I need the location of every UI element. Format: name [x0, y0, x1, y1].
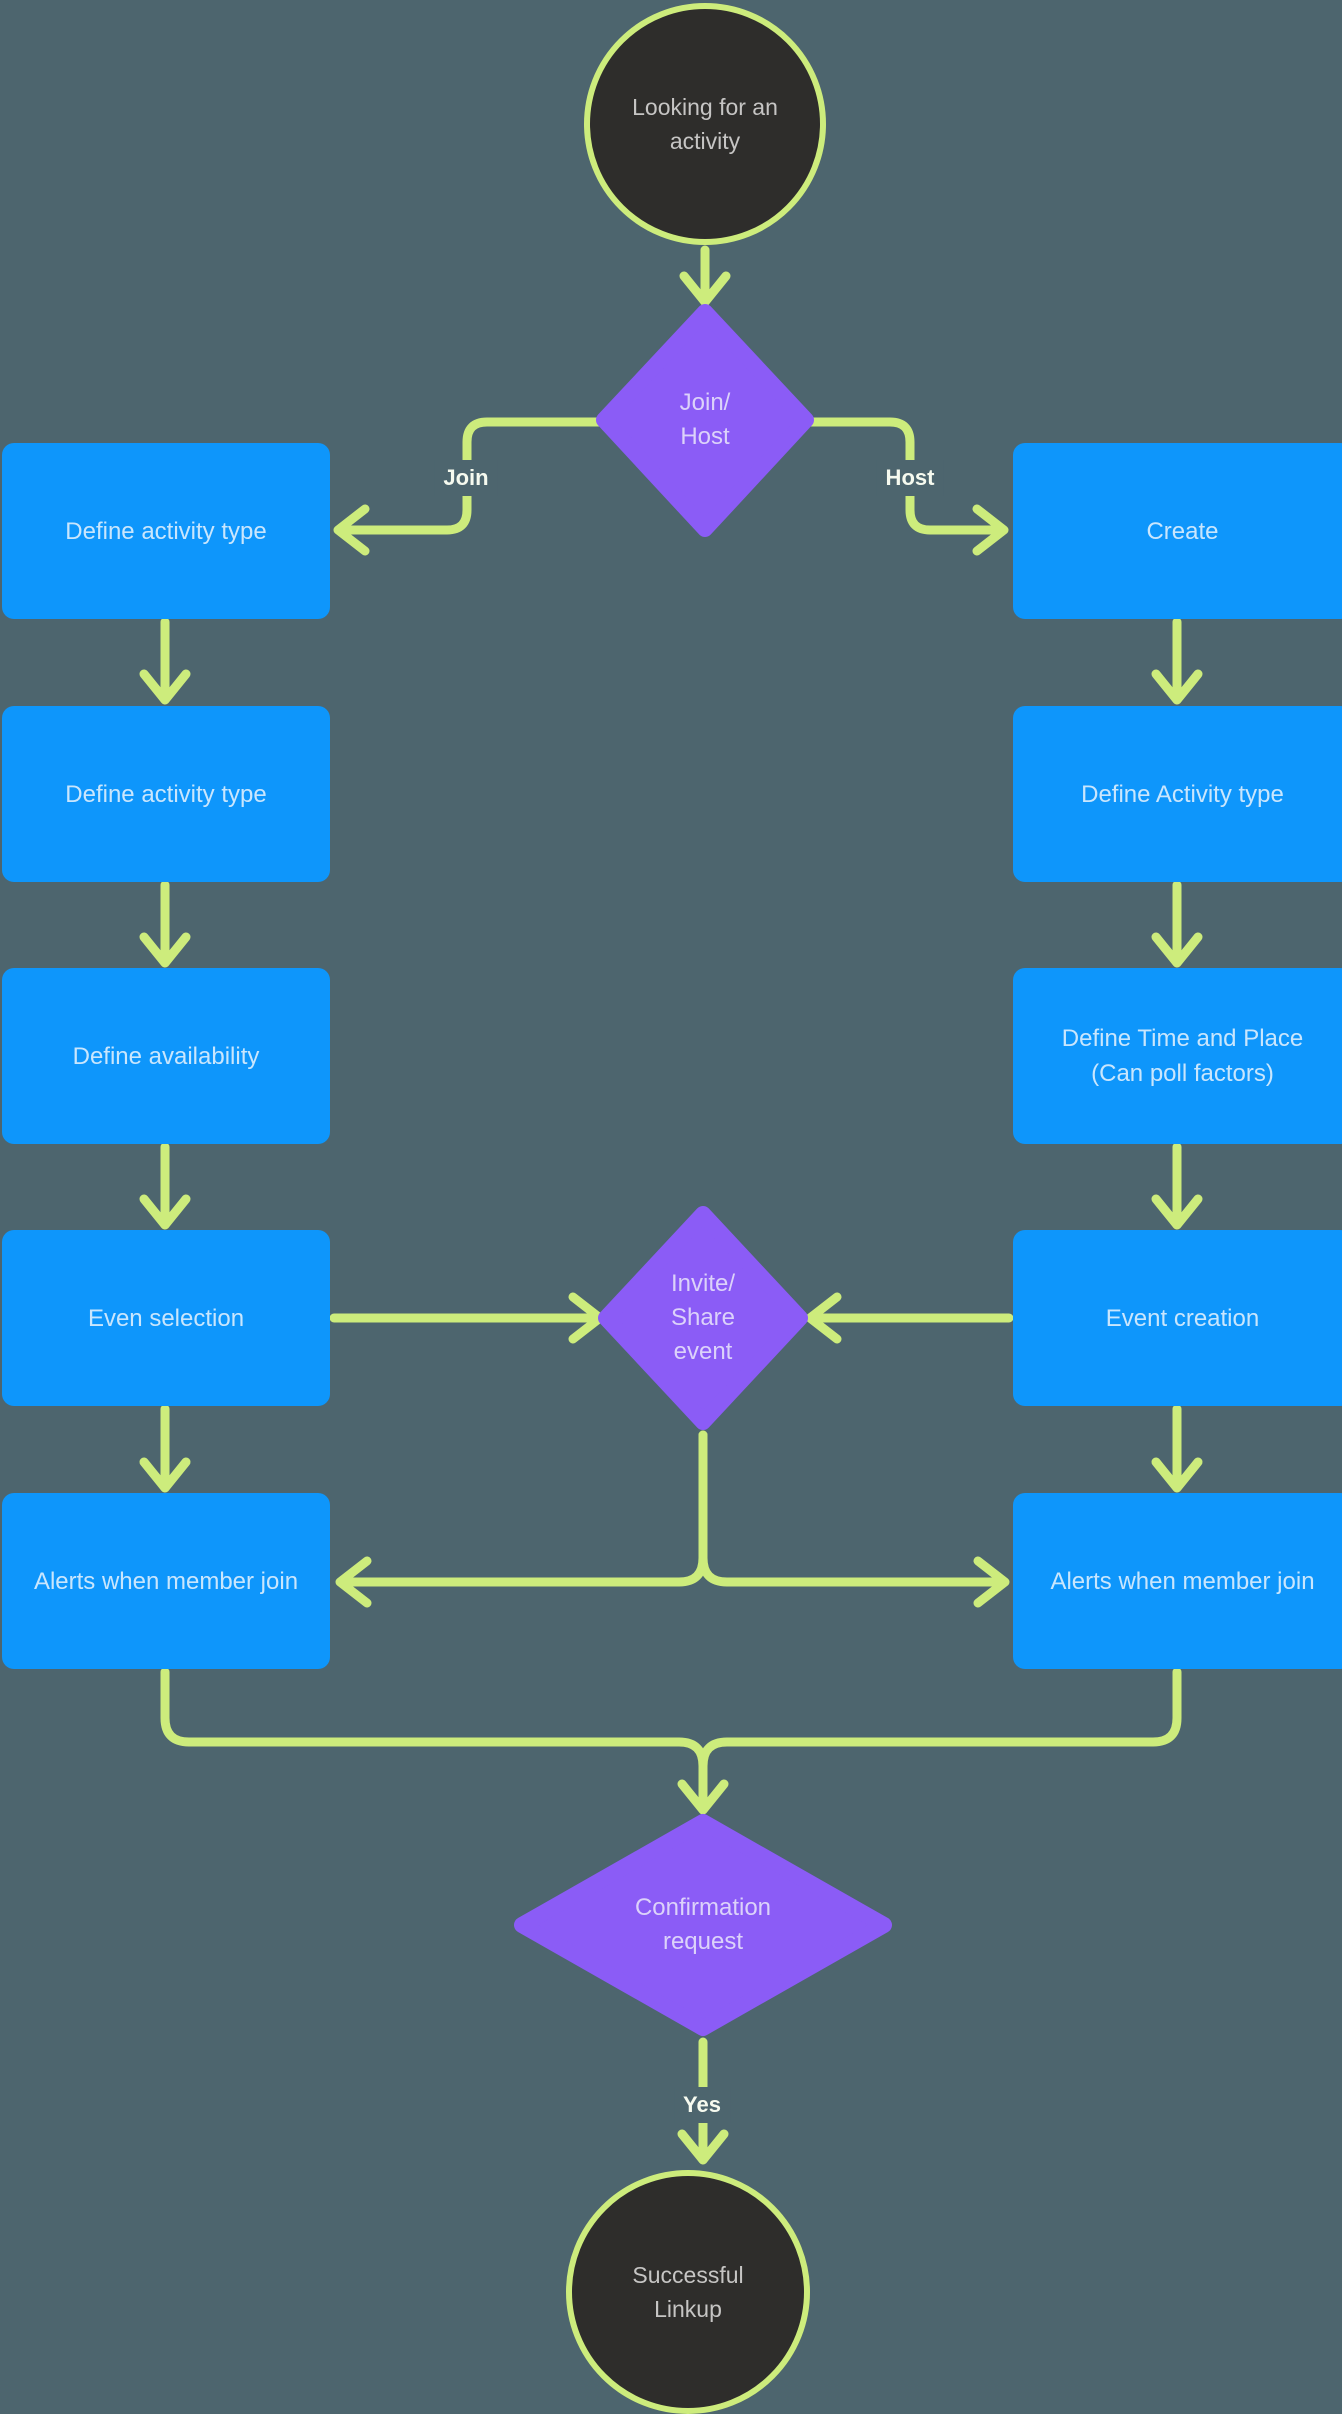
process-left-define-activity-type-2[interactable]: Define activity type: [2, 706, 330, 882]
edge-left2-to-left3: [139, 880, 191, 968]
confirmation-decision-diamond[interactable]: [514, 1814, 892, 2036]
edge-invite-to-left5: [335, 1430, 708, 1608]
edge-left1-to-left2: [139, 617, 191, 705]
edge-label-host: Host: [876, 460, 944, 496]
edge-right2-to-right3: [1151, 880, 1203, 968]
end-terminator[interactable]: [566, 2170, 810, 2414]
process-left-define-availability[interactable]: Define availability: [2, 968, 330, 1144]
process-right-alerts-when-member-join[interactable]: Alerts when member join: [1013, 1493, 1342, 1669]
edge-right1-to-right2: [1151, 617, 1203, 705]
process-left-even-selection[interactable]: Even selection: [2, 1230, 330, 1406]
edge-start-to-joinhost: [679, 245, 731, 307]
process-left-define-activity-type-1[interactable]: Define activity type: [2, 443, 330, 619]
edge-left3-to-left4: [139, 1142, 191, 1230]
process-left-alerts-when-member-join[interactable]: Alerts when member join: [2, 1493, 330, 1669]
edge-left4-to-invite: [329, 1292, 605, 1344]
edge-right3-to-right4: [1151, 1142, 1203, 1230]
edge-label-join: Join: [434, 460, 498, 496]
edge-left4-to-left5: [139, 1404, 191, 1493]
edge-invite-to-right5: [698, 1430, 1010, 1608]
edge-right4-to-invite: [805, 1292, 1014, 1344]
invite-share-decision-diamond[interactable]: [598, 1206, 808, 1430]
process-right-create[interactable]: Create: [1013, 443, 1342, 619]
join-host-decision-diamond[interactable]: [596, 304, 814, 537]
edge-merge-to-confirmation: [677, 1761, 729, 1815]
process-right-define-activity-type[interactable]: Define Activity type: [1013, 706, 1342, 882]
process-right-define-time-and-place[interactable]: Define Time and Place (Can poll factors): [1013, 968, 1342, 1144]
edge-label-yes: Yes: [674, 2087, 730, 2123]
edge-left5-to-confirmation: [160, 1667, 708, 1771]
start-terminator[interactable]: [584, 3, 826, 245]
process-right-event-creation[interactable]: Event creation: [1013, 1230, 1342, 1406]
edge-right4-to-right5: [1151, 1404, 1203, 1493]
edge-right5-to-confirmation: [698, 1667, 1182, 1771]
